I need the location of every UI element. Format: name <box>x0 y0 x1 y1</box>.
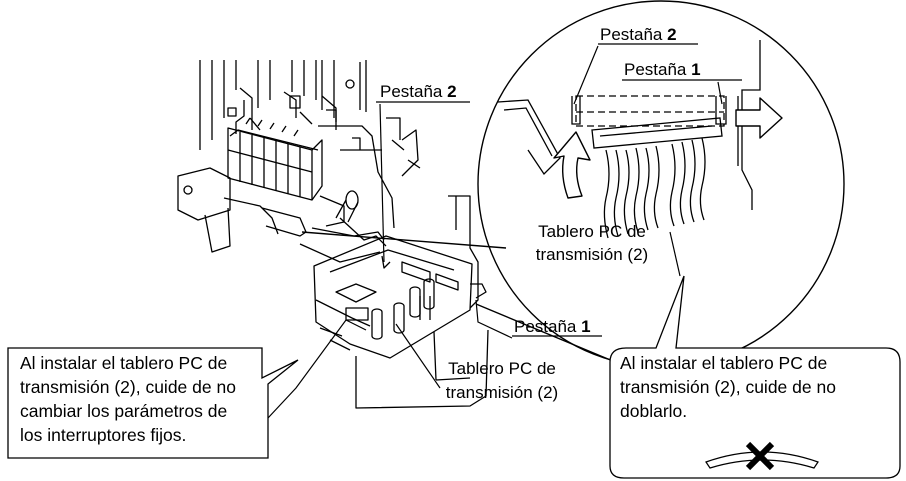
right-note-line2: transmisión (2), cuide de no <box>620 377 836 397</box>
left-note-box: Al instalar el tablero PC de transmisión… <box>7 347 299 459</box>
right-note-box: Al instalar el tablero PC de transmisión… <box>609 275 901 479</box>
zoom-detail-drawing <box>497 40 761 239</box>
right-arrow-icon <box>735 97 783 139</box>
unit-chassis-drawing <box>177 60 489 409</box>
tab1-main-label: Pestaña 1 <box>514 317 591 336</box>
board-zoom-label-line2: transmisión (2) <box>536 245 648 264</box>
tab2-zoom-label: Pestaña 2 <box>600 25 677 44</box>
left-note-line2: transmisión (2), cuide de no <box>20 377 236 397</box>
curved-arrow-icon <box>553 131 591 199</box>
tab2-main-label: Pestaña 2 <box>380 82 457 101</box>
x-mark-icon <box>745 441 775 471</box>
left-note-line4: los interruptores fijos. <box>20 425 186 445</box>
board-main-label-line1: Tablero PC de <box>448 359 556 378</box>
tab1-zoom-label: Pestaña 1 <box>624 60 701 79</box>
right-note-line1: Al instalar el tablero PC de <box>620 353 827 373</box>
board-zoom-label-line1: Tablero PC de <box>538 222 646 241</box>
leader-lines <box>267 43 742 419</box>
right-note-line3: doblarlo. <box>620 401 687 421</box>
left-note-line1: Al instalar el tablero PC de <box>20 353 227 373</box>
left-note-line3: cambiar los parámetros de <box>20 401 227 421</box>
bent-board-icon <box>705 451 819 469</box>
board-main-label-line2: transmisión (2) <box>446 383 558 402</box>
